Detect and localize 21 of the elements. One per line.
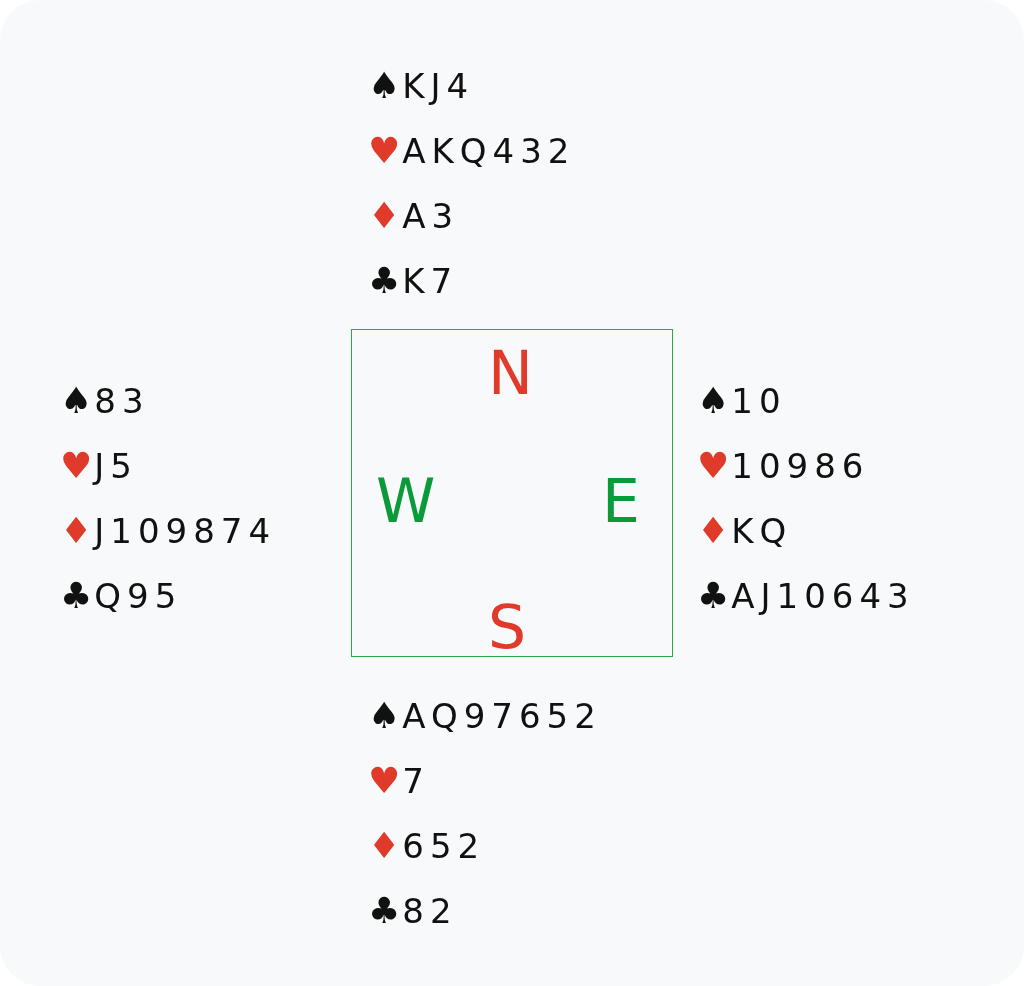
direction-letter: E (602, 466, 640, 536)
suit-holding: ♦J109874 (60, 511, 277, 551)
suit-holding: ♦KQ (697, 511, 793, 551)
suit-holding: ♥J5 (60, 446, 138, 486)
direction-letter: S (488, 592, 527, 662)
suit-holding: ♥AKQ432 (368, 131, 576, 171)
suit-holding: ♠83 (60, 381, 150, 421)
suit-holding: ♥10986 (697, 446, 870, 486)
suit-holding: ♣Q95 (60, 576, 183, 616)
direction-letter: N (488, 338, 533, 408)
suit-holding: ♦652 (368, 826, 486, 866)
suit-holding: ♣AJ10643 (697, 576, 915, 616)
suit-holding: ♣82 (368, 891, 458, 931)
suit-holding: ♠10 (697, 381, 787, 421)
suit-holding: ♦A3 (368, 196, 460, 236)
suit-holding: ♣K7 (368, 261, 459, 301)
direction-letter: W (376, 466, 436, 536)
suit-holding: ♥7 (368, 761, 430, 801)
suit-holding: ♠KJ4 (368, 66, 475, 106)
compass-box (351, 329, 673, 657)
suit-holding: ♠AQ97652 (368, 696, 602, 736)
